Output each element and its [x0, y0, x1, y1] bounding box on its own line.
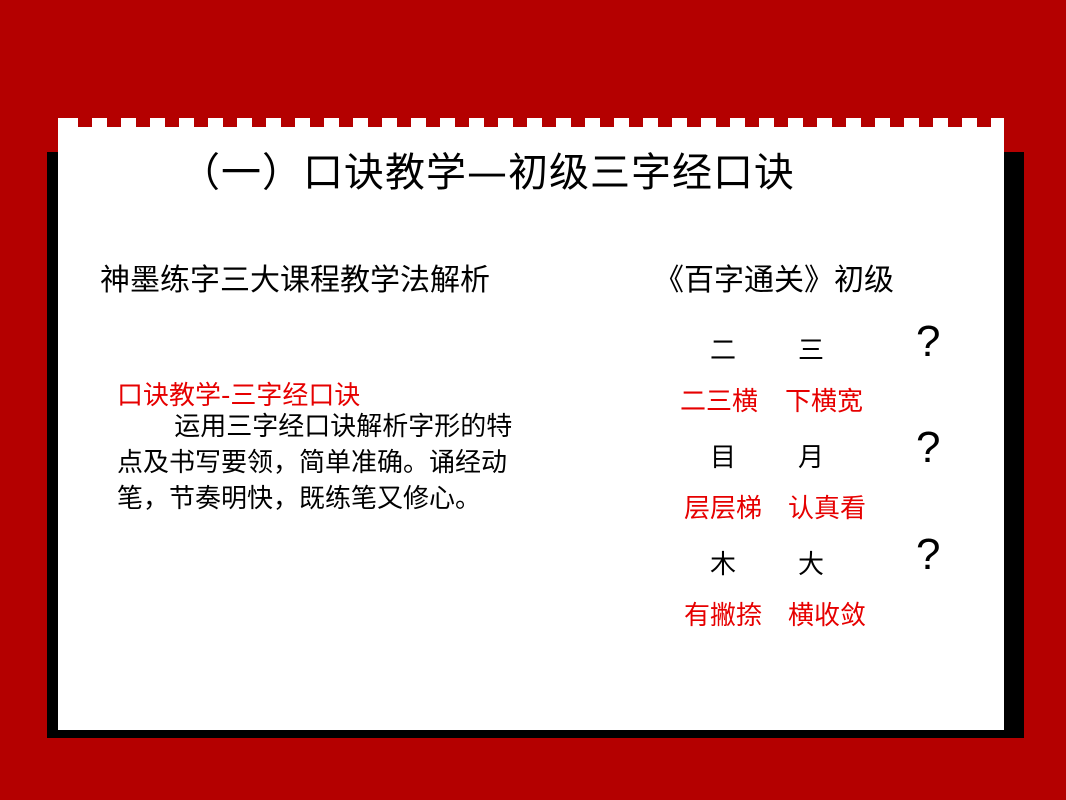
card-edge-notch	[745, 118, 759, 127]
card-edge-notch	[281, 118, 295, 127]
card-edge-notch	[571, 118, 585, 127]
example-char: 目	[710, 443, 737, 473]
card-edge-notch	[426, 118, 440, 127]
example-char: 二	[710, 336, 737, 366]
method-title: 口诀教学-三字经口诀	[117, 381, 361, 411]
card-edge-notch	[948, 118, 962, 127]
card-edge-notch	[252, 118, 266, 127]
card-edge-notch	[339, 118, 353, 127]
verse-text: 认真看	[788, 494, 867, 524]
example-char: 月	[798, 443, 825, 473]
example-char: 三	[798, 336, 825, 366]
card-edge-notch	[136, 118, 150, 127]
verse-text: 下横宽	[785, 387, 864, 417]
card-edge-notch	[658, 118, 672, 127]
slide-card	[58, 118, 1004, 730]
card-edge-notch	[542, 118, 556, 127]
verse-text: 有撇捺	[684, 601, 763, 631]
card-edge-notch	[78, 118, 92, 127]
card-edge-notch	[977, 118, 991, 127]
card-edge-notch	[716, 118, 730, 127]
card-edge-notch	[919, 118, 933, 127]
card-edge-notch	[484, 118, 498, 127]
card-edge-notch	[629, 118, 643, 127]
card-edge-notch	[455, 118, 469, 127]
verse-text: 二三横	[680, 387, 759, 417]
card-edge-notch	[165, 118, 179, 127]
question-mark: ?	[916, 423, 941, 472]
card-edge-notch	[223, 118, 237, 127]
card-edge-notch	[107, 118, 121, 127]
page-title: （一）口诀教学—初级三字经口诀	[180, 150, 795, 196]
card-edge-notch	[397, 118, 411, 127]
card-edge-notch	[890, 118, 904, 127]
method-description: 运用三字经口诀解析字形的特点及书写要领，简单准确。诵经动笔，节奏明快，既练笔又修…	[117, 412, 513, 514]
card-edge-notch	[600, 118, 614, 127]
card-edge-notch	[861, 118, 875, 127]
right-heading: 《百字通关》初级	[654, 263, 894, 298]
card-edge-notch	[368, 118, 382, 127]
verse-text: 横收敛	[788, 601, 867, 631]
card-edge-notch	[803, 118, 817, 127]
question-mark: ?	[916, 530, 941, 579]
card-edge-notch	[687, 118, 701, 127]
verse-text: 层层梯	[684, 494, 763, 524]
card-edge-notch	[194, 118, 208, 127]
example-char: 大	[798, 550, 825, 580]
example-char: 木	[710, 550, 737, 580]
card-edge-notch	[832, 118, 846, 127]
card-edge-notch	[513, 118, 527, 127]
card-edge-notch	[774, 118, 788, 127]
question-mark: ?	[916, 317, 941, 366]
card-edge-notch	[310, 118, 324, 127]
left-heading: 神墨练字三大课程教学法解析	[100, 263, 490, 298]
